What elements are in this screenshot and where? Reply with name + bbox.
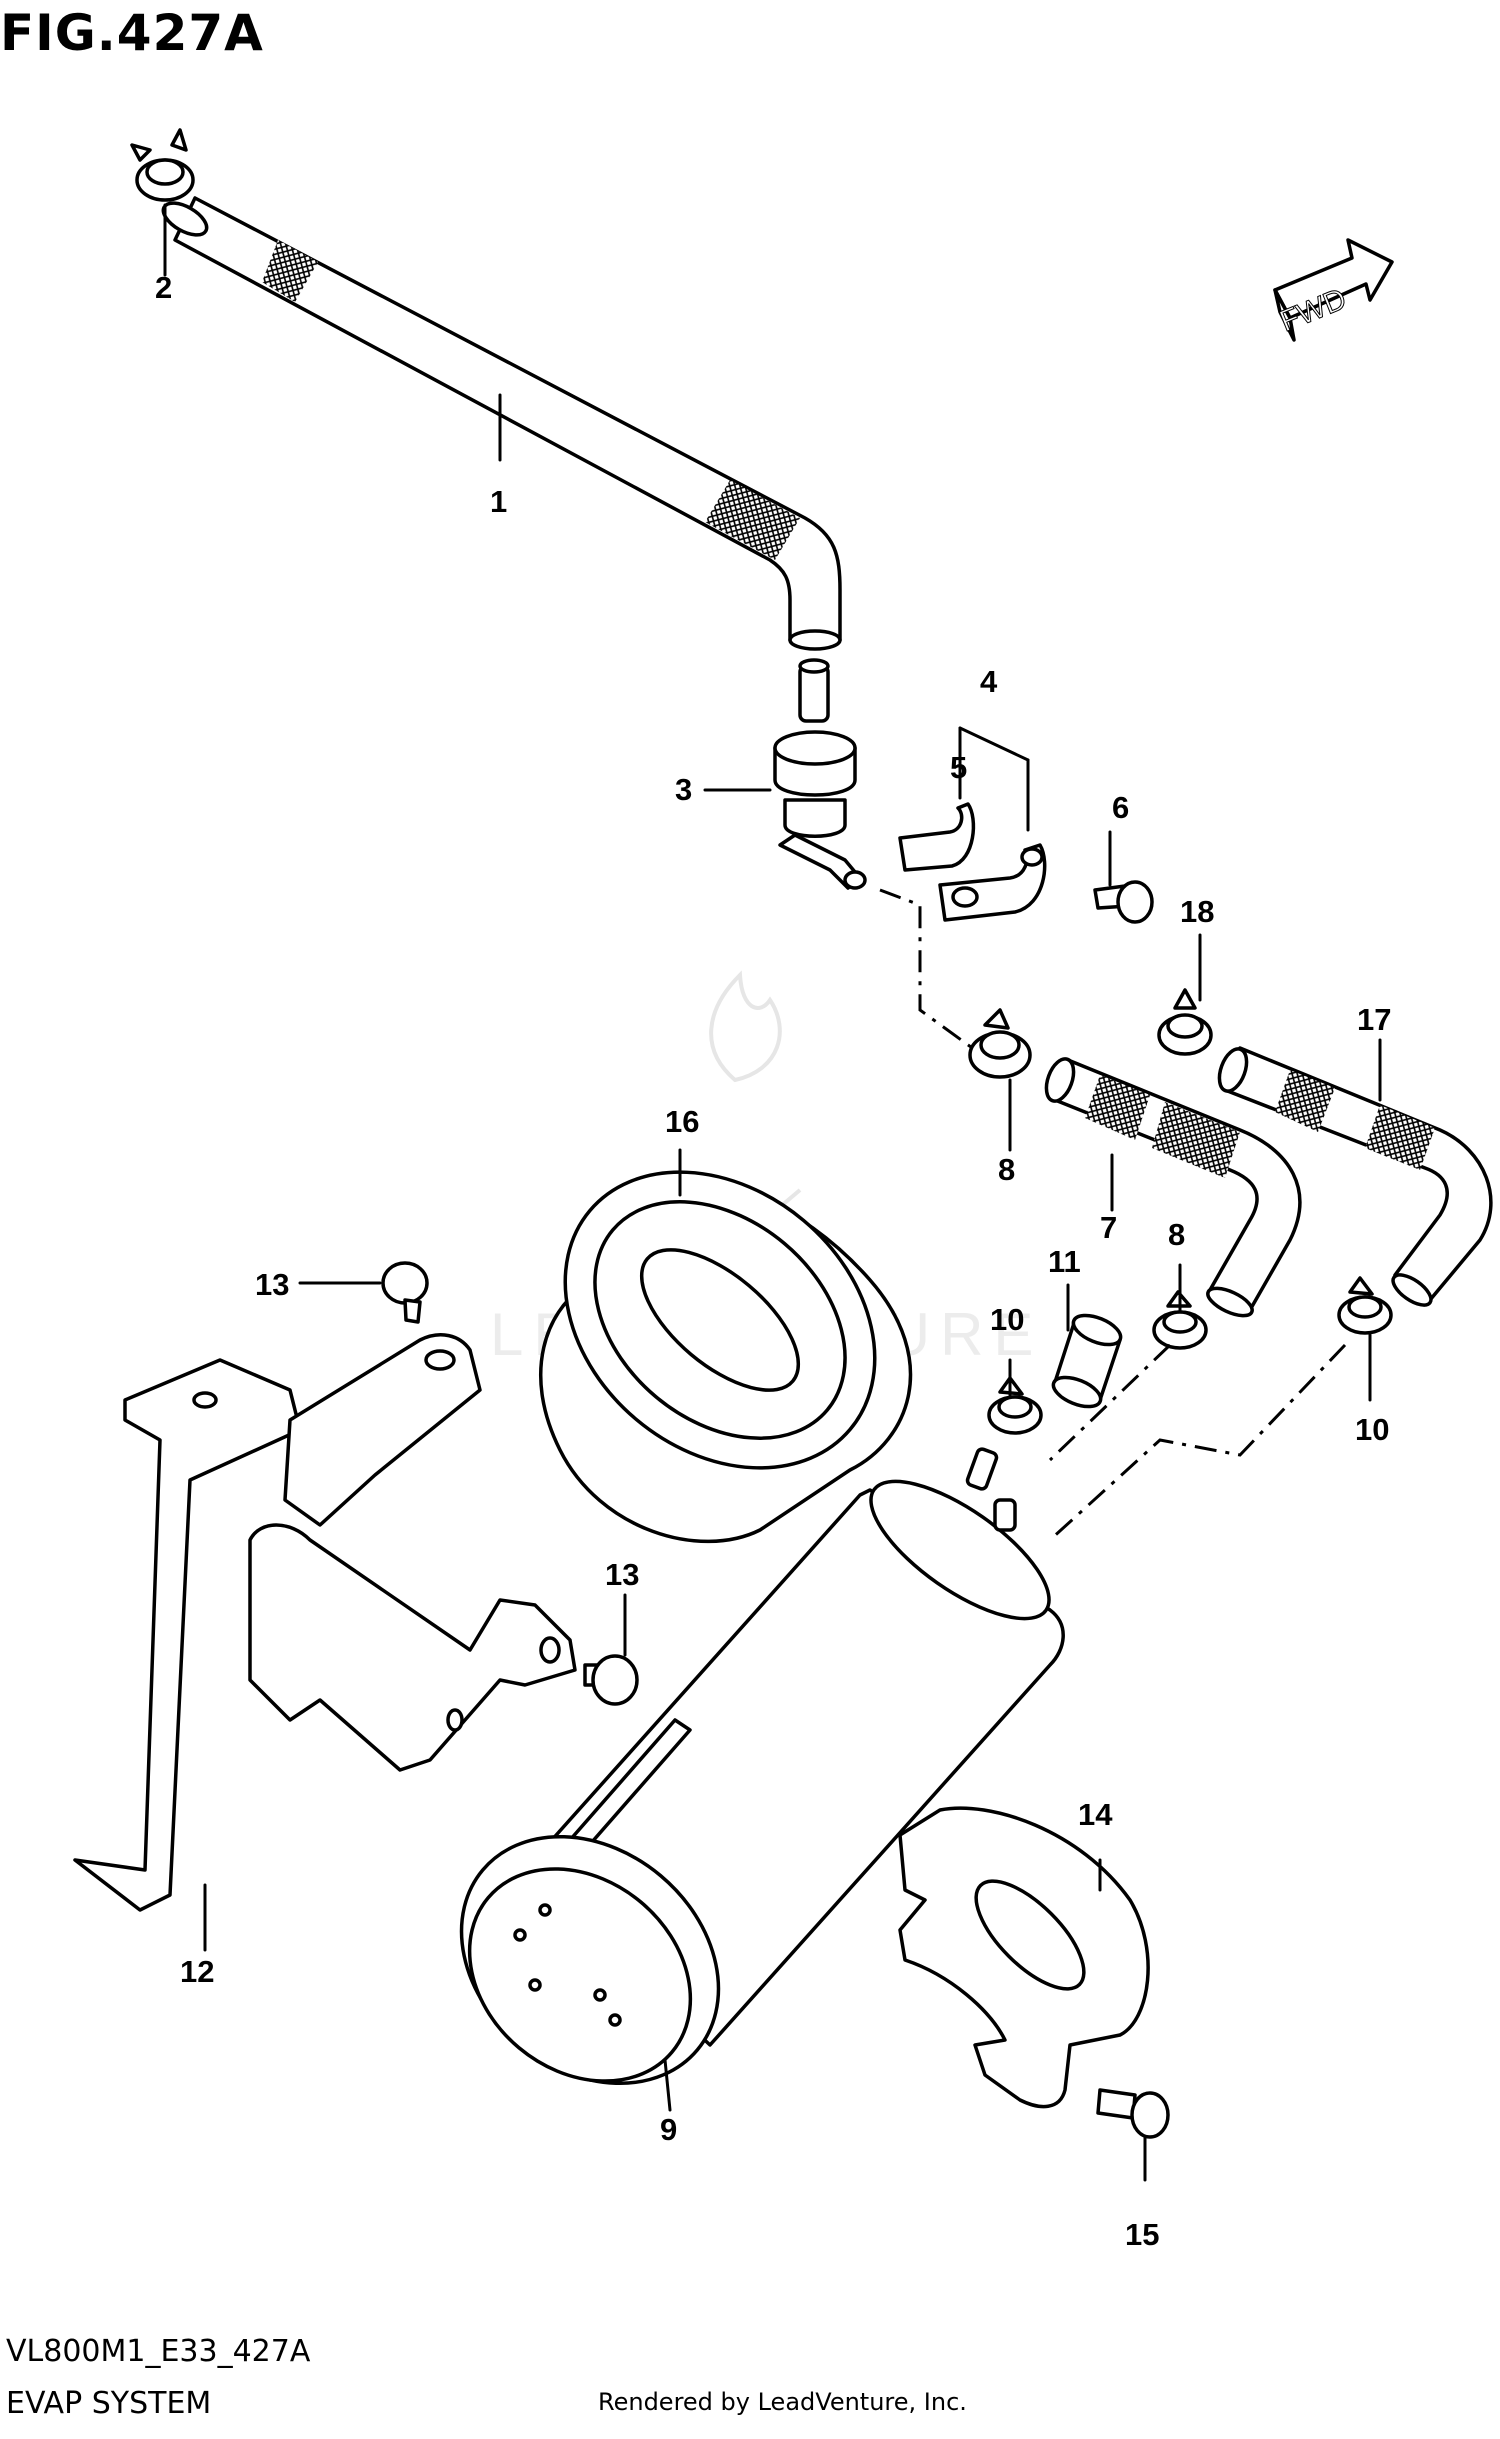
callout-labels: 1 2 3 4 5 6 7 8 8 9 10 10 11 12 13 13 14…: [155, 270, 1391, 2252]
callout-13-upper: 13: [255, 1267, 289, 1302]
part-4-clamp-bracket: [938, 843, 1047, 922]
callout-16: 16: [665, 1104, 699, 1139]
callout-18: 18: [1180, 894, 1214, 929]
diagram-code: VL800M1_E33_427A: [6, 2334, 311, 2369]
figure-title: FIG.427A: [0, 4, 264, 62]
callout-6: 6: [1112, 790, 1129, 825]
callout-15: 15: [1125, 2217, 1159, 2252]
callout-7: 7: [1100, 1210, 1117, 1245]
part-12-bracket: [73, 1333, 577, 1912]
render-credit: Rendered by LeadVenture, Inc.: [598, 2388, 967, 2416]
part-3-valve: [773, 658, 867, 890]
part-10-clamp-right: [1337, 1276, 1393, 1335]
callout-5: 5: [950, 750, 967, 785]
callout-3: 3: [675, 772, 692, 807]
part-15-screw: [1096, 2088, 1170, 2139]
part-2-clamp: [130, 128, 195, 202]
callout-10-right: 10: [1355, 1412, 1389, 1447]
part-9-canister: [459, 1447, 1065, 2086]
part-1-hose: [161, 196, 842, 651]
fwd-arrow-icon: FWD: [1273, 238, 1394, 342]
part-13-bolt-lower: [583, 1654, 639, 1706]
callout-2: 2: [155, 270, 172, 305]
callout-12: 12: [180, 1954, 214, 1989]
callout-14: 14: [1078, 1797, 1113, 1832]
callout-10-left: 10: [990, 1302, 1024, 1337]
part-16-grommet: [538, 1170, 913, 1544]
callout-17: 17: [1357, 1002, 1391, 1037]
part-8-clamp-upper: [968, 1008, 1032, 1079]
callout-9: 9: [660, 2112, 677, 2147]
callout-8-upper: 8: [998, 1152, 1015, 1187]
part-7-hose: [1044, 1057, 1302, 1318]
callout-4: 4: [980, 664, 998, 699]
leader-lines: [163, 203, 1382, 2182]
callout-8-lower: 8: [1168, 1217, 1185, 1252]
part-13-bolt-upper: [381, 1261, 429, 1324]
callout-13-lower: 13: [605, 1557, 639, 1592]
part-18-clamp: [1157, 988, 1213, 1056]
part-6-screw: [1093, 880, 1154, 924]
callout-11: 11: [1048, 1244, 1081, 1279]
part-5-bracket: [898, 802, 976, 872]
callout-1: 1: [490, 484, 507, 519]
part-10-clamp-left: [987, 1376, 1043, 1435]
part-11-tube: [1051, 1313, 1123, 1409]
part-17-hose: [1217, 1046, 1493, 1307]
part-14-strap: [898, 1806, 1150, 2109]
system-name: EVAP SYSTEM: [6, 2386, 212, 2421]
part-8-clamp-lower: [1152, 1290, 1208, 1350]
